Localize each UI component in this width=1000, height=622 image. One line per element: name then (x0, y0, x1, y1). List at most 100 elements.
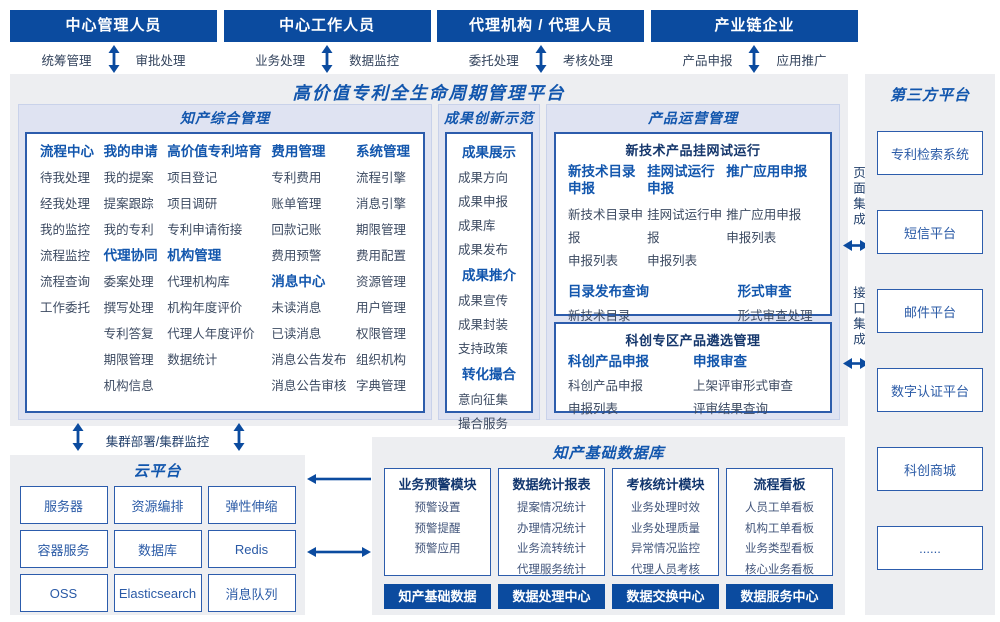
menu-column: 系统管理流程引擎消息引擎期限管理费用配置资源管理用户管理权限管理组织机构字典管理 (356, 139, 410, 406)
third-party-box: 数字认证平台 (877, 368, 983, 412)
menu-item: 期限管理 (355, 223, 406, 237)
cloud-service-box: Elasticsearch (113, 574, 202, 612)
data-column-header: 考核统计模块 (626, 477, 705, 492)
actor-role-label: 委托处理 (468, 53, 519, 68)
menu-item: 我的监控 (40, 223, 91, 237)
menu-item: 机构信息 (103, 379, 154, 393)
menu-item: 预警应用 (414, 543, 461, 555)
cloud-service-box: 资源编排 (113, 486, 202, 524)
third-party-box: ...... (877, 526, 983, 570)
data-column: 考核统计模块业务处理时效业务处理质量异常情况监控代理人员考核数据交换中心 (612, 468, 719, 609)
actor-group: 产业链企业产品申报应用推广 (650, 10, 858, 76)
menu-item: 业务类型看板 (745, 543, 814, 555)
data-column-box: 业务预警模块预警设置预警提醒预警应用 (384, 468, 491, 576)
platform-panel: 高价值专利全生命周期管理平台 知产综合管理 流程中心待我处理经我处理我的监控流程… (10, 74, 848, 455)
menu-group-header: 费用管理 (271, 144, 326, 159)
actor-role-label: 应用推广 (776, 53, 827, 68)
menu-item: 申报列表 (568, 402, 619, 416)
menu-item: 项目登记 (167, 171, 218, 185)
product-group: 科创产品申报科创产品申报申报列表 (568, 353, 693, 421)
actor-group: 代理机构 / 代理人员委托处理考核处理 (437, 10, 645, 76)
menu-group-header: 新技术目录申报 (568, 164, 636, 196)
menu-item: 代理服务统计 (517, 563, 586, 576)
menu-item: 期限管理 (103, 353, 154, 367)
menu-item: 账单管理 (271, 197, 322, 211)
product-group-row: 新技术目录申报新技术目录申报申报列表挂网试运行申报挂网试运行申报申报列表推广应用… (556, 163, 830, 273)
menu-item: 资源管理 (355, 275, 406, 289)
actor-role-label: 业务处理 (255, 53, 306, 68)
menu-item: 代理人员考核 (631, 563, 700, 576)
menu-item: 消息公告发布 (271, 353, 347, 367)
double-arrow-horizontal-icon (843, 357, 869, 370)
menu-group-header: 代理协同 (103, 248, 158, 263)
menu-item: 用户管理 (355, 301, 406, 315)
menu-item: 业务处理时效 (631, 502, 700, 514)
menu-group-header: 形式审查 (737, 284, 792, 299)
data-column-header: 数据统计报表 (512, 477, 591, 492)
ip-columns: 流程中心待我处理经我处理我的监控流程监控流程查询工作委托我的申请我的提案提案跟踪… (25, 132, 425, 413)
product-group: 推广应用申报推广应用申报申报列表 (726, 163, 818, 273)
section-ip-management: 知产综合管理 流程中心待我处理经我处理我的监控流程监控流程查询工作委托我的申请我… (18, 104, 432, 420)
menu-item: 消息公告审核 (271, 379, 347, 393)
menu-item: 评审结果查询 (693, 402, 769, 416)
menu-group-header: 目录发布查询 (568, 284, 649, 299)
menu-group-header: 转化撮合 (462, 367, 516, 382)
menu-item: 撮合服务 (458, 417, 509, 431)
data-center-button: 知产基础数据 (384, 584, 491, 609)
section-ip-title: 知产综合管理 (180, 110, 270, 126)
section-achievement-title: 成果创新示范 (444, 110, 534, 126)
menu-item: 已读消息 (271, 327, 322, 341)
actor-title-bar: 中心工作人员 (223, 10, 431, 42)
data-platform-title: 知产基础数据库 (552, 445, 665, 462)
menu-item: 待我处理 (40, 171, 91, 185)
menu-item: 申报列表 (568, 254, 619, 268)
data-column: 数据统计报表提案情况统计办理情况统计业务流转统计代理服务统计数据处理中心 (498, 468, 605, 609)
menu-item: 预警提醒 (414, 522, 461, 535)
data-center-button: 数据服务中心 (726, 584, 833, 609)
menu-item: 机构工单看板 (745, 522, 814, 535)
section-achievement-demo: 成果创新示范 成果展示成果方向成果申报成果库成果发布成果推介成果宣传成果封装支持… (438, 104, 540, 455)
actor-title-bar: 代理机构 / 代理人员 (437, 10, 645, 42)
menu-group-header: 成果推介 (462, 268, 516, 283)
menu-item: 办理情况统计 (517, 522, 586, 535)
third-party-box: 科创商城 (877, 447, 983, 491)
menu-item: 经我处理 (40, 197, 91, 211)
menu-item: 工作委托 (40, 301, 91, 315)
menu-group-header: 挂网试运行申报 (647, 164, 715, 196)
data-column-header: 业务预警模块 (398, 477, 477, 492)
product-sub-box: 科创专区产品遴选管理科创产品申报科创产品申报申报列表申报审查上架评审形式审查评审… (554, 322, 832, 416)
section-product-title: 产品运营管理 (648, 110, 738, 126)
menu-group-header: 推广应用申报 (726, 164, 808, 179)
third-party-box: 邮件平台 (877, 289, 983, 333)
actor-role-label: 审批处理 (135, 53, 186, 68)
cloud-service-box: 服务器 (19, 486, 108, 524)
actor-roles: 委托处理考核处理 (437, 42, 644, 76)
menu-item: 专利申请衔接 (167, 223, 243, 237)
menu-item: 权限管理 (355, 327, 406, 341)
cluster-label: 集群部署/集群监控 (105, 435, 210, 449)
menu-group-header: 科创产品申报 (568, 354, 649, 369)
cloud-service-box: 弹性伸缩 (207, 486, 296, 524)
menu-column: 我的申请我的提案提案跟踪我的专利代理协同委案处理撰写处理专利答复期限管理机构信息 (104, 139, 158, 406)
cloud-service-box: 消息队列 (207, 574, 296, 612)
menu-item: 未读消息 (271, 301, 322, 315)
actor-roles: 产品申报应用推广 (651, 42, 858, 76)
menu-item: 核心业务看板 (745, 563, 814, 576)
menu-item: 成果库 (458, 219, 496, 233)
menu-group-header: 我的申请 (103, 144, 158, 159)
third-party-box: 专利检索系统 (877, 131, 983, 175)
product-group: 新技术目录申报新技术目录申报申报列表 (568, 163, 647, 273)
arrow-left-icon (307, 473, 371, 485)
menu-item: 成果宣传 (458, 294, 509, 308)
panel-third-party: 第三方平台 专利检索系统短信平台邮件平台数字认证平台科创商城...... (865, 74, 995, 615)
menu-item: 形式审查处理 (737, 309, 813, 323)
menu-item: 科创产品申报 (568, 379, 644, 393)
menu-item: 提案跟踪 (103, 197, 154, 211)
actor-role-label: 数据监控 (349, 53, 400, 68)
data-column-box: 流程看板人员工单看板机构工单看板业务类型看板核心业务看板 (726, 468, 833, 576)
menu-item: 新技术目录 (568, 309, 631, 323)
menu-item: 异常情况监控 (631, 543, 700, 555)
cloud-service-box: OSS (19, 574, 108, 612)
double-arrow-vertical-icon (108, 45, 120, 73)
